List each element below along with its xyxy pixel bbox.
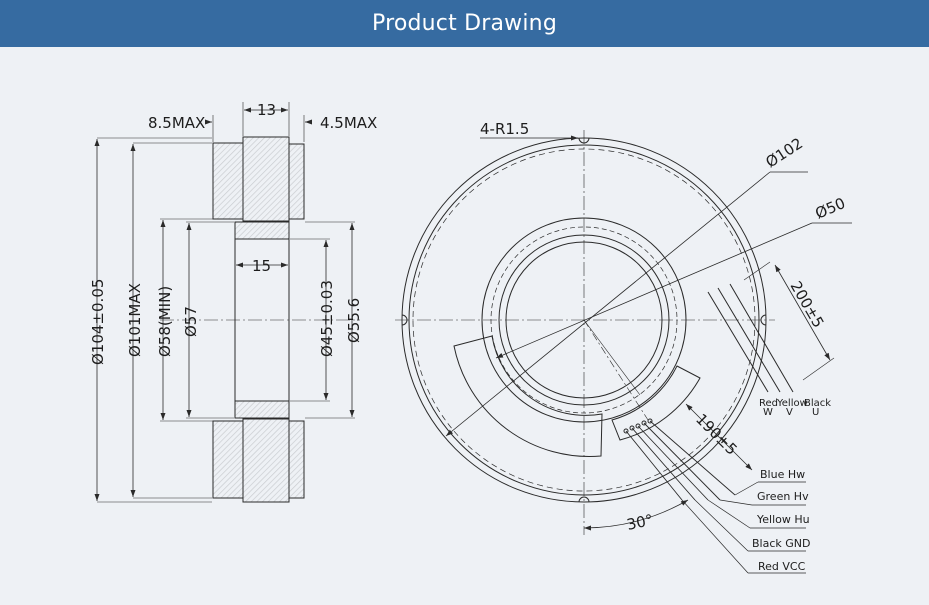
phase-wire-yellow — [717, 287, 781, 393]
dim-d50: Ø50 — [813, 194, 848, 223]
phase-wire-yellow-phase: V — [786, 407, 793, 418]
sensor-wire-label: Yellow Hu — [756, 513, 810, 526]
header-bar: Product Drawing — [0, 0, 929, 47]
dim-d102: Ø102 — [762, 134, 806, 171]
side-top-right-part — [288, 143, 305, 220]
angle-arc — [583, 499, 689, 531]
dim-holes: 4-R1.5 — [480, 120, 529, 138]
phase-wire-black — [729, 283, 794, 393]
phase-wire-black-phase: U — [812, 407, 819, 418]
dim-d45: Ø45±0.03 — [318, 280, 336, 357]
dim-d58: Ø58(MIN) — [156, 286, 174, 357]
side-bore-top-band — [234, 221, 290, 240]
dim-d55: Ø55.6 — [345, 298, 363, 343]
sensor-wire-label: Green Hv — [757, 490, 809, 503]
notch-right — [760, 314, 767, 326]
leader-d50 — [495, 222, 813, 359]
side-bottom-center-part — [242, 418, 290, 503]
phase-wire-yellow-color: Yellow — [776, 398, 808, 409]
dim-right-max: 4.5MAX — [320, 114, 377, 132]
dim-d104: Ø104±0.05 — [89, 279, 107, 365]
side-bottom-left-part — [212, 420, 244, 499]
pcb-arc-left — [453, 335, 603, 457]
phase-wire-red-color: Red — [759, 398, 778, 409]
front-view — [395, 130, 852, 574]
side-view — [94, 102, 360, 503]
side-view-labels: 8.5MAX 13 4.5MAX 15 Ø104±0.05 Ø101MAX Ø5… — [89, 101, 377, 365]
dim-d57: Ø57 — [182, 306, 200, 337]
pcb-arc-right — [611, 365, 701, 441]
sensor-wire-label: Black GND — [752, 537, 810, 550]
technical-drawing: 8.5MAX 13 4.5MAX 15 Ø104±0.05 Ø101MAX Ø5… — [89, 101, 852, 574]
dim-lead-a: 200±5 — [787, 278, 828, 331]
dim-d101: Ø101MAX — [126, 283, 144, 357]
leader-d102 — [445, 171, 771, 437]
dim-width: 13 — [257, 101, 276, 119]
page-title: Product Drawing — [371, 11, 557, 36]
dim-line-190 — [685, 403, 753, 471]
dim-inner-width: 15 — [252, 257, 271, 275]
phase-wire-black-color: Black — [804, 398, 831, 409]
sensor-wire-label: Red VCC — [758, 560, 806, 573]
sensor-wire-label: Blue Hw — [760, 468, 805, 481]
sensor-wires — [623, 418, 806, 574]
side-bore-bottom-band — [234, 400, 290, 419]
drawing-canvas: 8.5MAX 13 4.5MAX 15 Ø104±0.05 Ø101MAX Ø5… — [0, 47, 929, 605]
dim-left-max: 8.5MAX — [148, 114, 205, 132]
side-top-center-part — [242, 136, 290, 222]
side-bottom-right-part — [288, 420, 305, 499]
side-top-left-part — [212, 142, 244, 220]
dim-angle: 30° — [625, 511, 655, 534]
dim-line-200 — [774, 264, 831, 361]
phase-wire-red-phase: W — [763, 407, 773, 418]
phase-wire-red — [707, 291, 769, 393]
